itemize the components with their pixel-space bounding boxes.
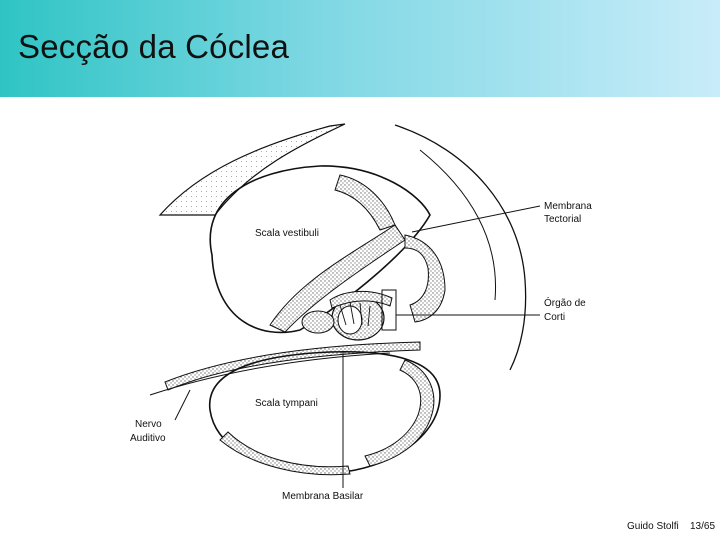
scala-tympani-wall bbox=[365, 360, 434, 466]
label-nervo-auditivo-2: Auditivo bbox=[130, 433, 166, 444]
leader-tectorial bbox=[412, 206, 540, 232]
label-orgao-corti-1: Órgão de bbox=[544, 296, 586, 309]
footer-author: Guido Stolfi bbox=[627, 521, 679, 532]
limbus bbox=[302, 311, 334, 333]
leader-nervo bbox=[175, 390, 190, 420]
label-membrana-basilar: Membrana Basilar bbox=[282, 491, 364, 502]
slide-title: Secção da Cóclea bbox=[18, 28, 289, 66]
upper-bone-band bbox=[160, 124, 345, 215]
label-nervo-auditivo-1: Nervo bbox=[135, 419, 162, 430]
spiral-lamina bbox=[335, 175, 395, 230]
label-membrana-tectorial-2: Tectorial bbox=[544, 214, 581, 225]
label-scala-tympani: Scala tympani bbox=[255, 398, 318, 409]
spiral-ligament bbox=[405, 235, 445, 322]
title-bar: Secção da Cóclea bbox=[0, 0, 720, 97]
footer-page-number: 13/65 bbox=[690, 521, 715, 532]
cochlea-cross-section-diagram: Scala vestibuli Scala tympani Membrana T… bbox=[120, 118, 620, 508]
basilar-lamina-band bbox=[165, 342, 420, 390]
scala-vestibuli-outline bbox=[210, 166, 430, 332]
label-membrana-tectorial-1: Membrana bbox=[544, 201, 592, 212]
label-scala-vestibuli: Scala vestibuli bbox=[255, 228, 319, 239]
scala-tympani-floor bbox=[220, 432, 350, 475]
label-orgao-corti-2: Corti bbox=[544, 312, 565, 323]
